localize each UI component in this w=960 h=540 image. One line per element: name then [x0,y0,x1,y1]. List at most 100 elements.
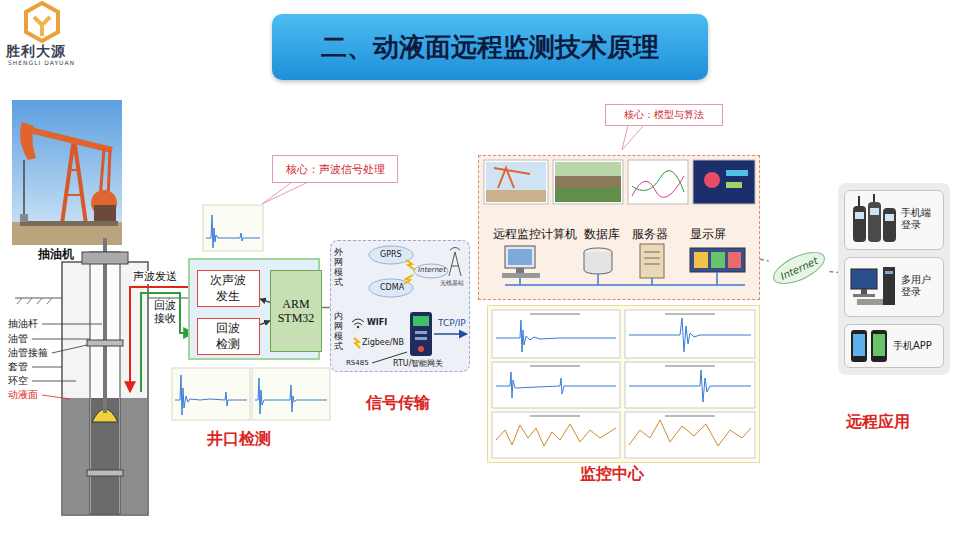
monitor-thumbnails [704,172,720,188]
waveform-thumbs [172,205,330,420]
handset-icon [868,202,881,242]
logo-icon [34,17,50,36]
monitor-charts [496,320,616,352]
rtu-device [418,346,424,352]
monitor-thumbnails [494,168,530,188]
node-text: 服务器 [632,228,668,242]
connector [829,272,838,273]
logo-text: 胜利大源 [6,43,66,59]
connector [760,259,769,261]
monitor-thumbnails [632,171,684,192]
equipment-icons [584,252,612,274]
rtu-device: RTU/智能网关 [409,311,433,357]
node-text: 核心：声波信号处理 [286,162,385,177]
equipment-icons [640,244,664,278]
node-text: Internet [779,255,820,282]
waveform-thumbs [252,368,330,420]
handset-icon [883,208,896,242]
node-text: RTU/智能网关 [393,359,443,368]
process-box: 次声波发生 [197,270,260,307]
app-box: 多用户 登录 [844,257,944,317]
handset-icon [873,194,875,202]
well-section [91,398,119,514]
equipment-icons [502,244,745,285]
handset-icon [847,192,901,248]
process-box: 回波检测 [197,318,260,355]
pumpjack-photo [12,100,122,245]
connector [260,321,270,325]
well-section [42,395,70,399]
network-label: Zigbee/NB [362,338,404,347]
rtu-device [413,316,429,326]
monitor-charts [496,424,616,446]
equipment-icons [690,248,745,272]
pc-icon [885,271,893,274]
pumpjack-photo [23,160,25,214]
network-icons [406,260,415,270]
node-text: ARM STM32 [271,297,321,326]
network-label: RS485 [346,359,369,367]
waveform-thumbs [172,368,250,420]
app-panel: 远程应用手机端 登录多用户 登录手机APP [838,183,950,375]
handset-icon [855,212,864,219]
network-icons [434,333,467,335]
monitor-thumbnails [693,160,755,204]
signal-label: 声波发送 [132,271,178,284]
mcu-box: ARM STM32 [270,270,322,352]
pumpjack-photo [20,214,28,222]
waveform-thumbs [203,205,263,251]
panel-grounds [478,155,760,300]
node-text: 多用户 登录 [901,274,937,298]
callout-bubble: 核心：声波信号处理 [272,155,398,183]
monitor-panel: 远程监控计算机数据库服务器显示屏 [478,155,760,300]
pc-icon [861,289,867,294]
monitor-thumbnails [484,160,548,204]
part-label: 环空 [8,375,28,387]
equipment-icons [516,268,524,273]
wellhead-panel: 井口检测次声波发生回波检测ARM STM32 [188,258,320,360]
node-text: 远程应用 [846,413,910,431]
part-label: 套管 [8,361,28,373]
monitor-charts [625,310,755,358]
monitor-charts [625,362,755,408]
well-section [63,398,147,514]
part-label: 油管 [8,333,28,345]
pc-icon [847,259,901,315]
phone-icon [871,330,887,362]
title-bar: 二、动液面远程监测技术原理 [272,14,708,80]
network-icons [450,248,460,251]
monitor-thumbnails [486,162,546,190]
monitor-charts [629,318,751,352]
equipment-icons [728,252,741,268]
part-label: 动液面 [8,389,38,401]
monitor-charts [530,314,715,416]
callout-pointers [262,182,308,204]
monitor-charts [629,420,751,446]
equipment-icons [505,272,745,285]
monitor-thumbnails [632,176,684,197]
panel-grounds [188,155,760,463]
rtu-device [415,331,427,334]
monitor-thumbnails [628,160,688,204]
handset-icon [870,208,879,215]
logo-icon [26,3,58,41]
pumpjack-photo [20,122,36,160]
mode-label: 内网模式 [334,312,343,352]
network-icons [352,319,364,325]
well-section [15,238,195,515]
connector [260,299,270,302]
handset-icon [858,196,860,206]
callout-pointers [622,125,644,150]
monitor-thumbnails [555,188,621,202]
monitor-charts [496,372,616,398]
monitor-thumbnails [726,182,742,188]
node-text: 监控中心 [580,465,644,483]
callout-bubble: 核心：模型与算法 [605,104,723,126]
pc-icon [857,299,883,305]
network-label: 无线基站 [440,280,464,287]
equipment-icons [644,252,660,264]
part-label: 抽油杆 [8,318,38,330]
equipment-icons [711,252,725,268]
network-icons [404,275,413,284]
